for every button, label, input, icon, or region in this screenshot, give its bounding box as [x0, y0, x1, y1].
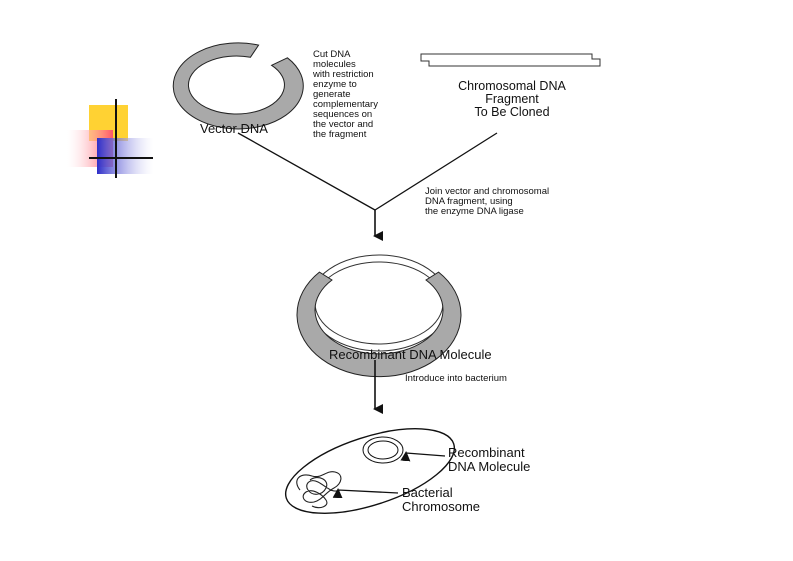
cell-recombinant-label: Recombinant DNA Molecule — [448, 445, 531, 474]
vector-plasmid — [172, 42, 304, 130]
bacterial-chromosome-shape — [296, 471, 342, 509]
vector-dna-label: Vector DNA — [200, 121, 268, 136]
join-step-note: Join vector and chromosomal DNA fragment… — [425, 186, 550, 217]
recombinant-molecule-label: Recombinant DNA Molecule — [329, 347, 492, 362]
chromosomal-fragment-label: Chromosomal DNA Fragment To Be Cloned — [458, 79, 566, 120]
bacterium-cell — [284, 428, 456, 514]
cut-step-note: Cut DNA molecules with restriction enzym… — [313, 49, 378, 140]
chromosome-pointer — [332, 488, 399, 499]
recombinant-pointer — [400, 451, 446, 462]
recombinant-plasmid — [296, 254, 462, 378]
deco-blue-square — [97, 138, 153, 174]
vector-to-join-line — [237, 132, 376, 211]
introduce-step-note: Introduce into bacterium — [405, 373, 507, 384]
chromosomal-fragment — [420, 53, 601, 67]
cell-chromosome-label: Bacterial Chromosome — [402, 485, 481, 514]
fragment-to-join-line — [374, 132, 498, 211]
